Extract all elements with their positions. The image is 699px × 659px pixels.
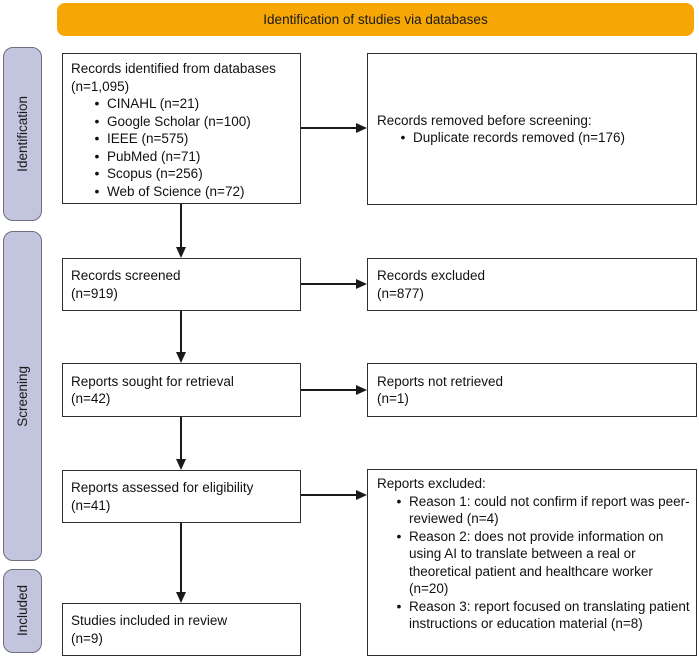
arrowhead-down-icon [176, 352, 186, 363]
list-item: • Duplicate records removed (n=176) [393, 129, 696, 147]
box-text-line: Records excluded [377, 268, 486, 283]
arrow-assessed-to-included [180, 523, 182, 592]
stage-label-text: Identification [14, 96, 30, 172]
stage-label-screening: Screening [3, 231, 42, 561]
box-text-line: (n=1) [377, 391, 409, 406]
bullet-text: CINAHL (n=21) [107, 96, 200, 111]
box-text-line: Studies included in review [71, 613, 228, 628]
bullet-icon: • [94, 112, 100, 129]
list-item: • Scopus (n=256) [87, 165, 296, 183]
list-item: • PubMed (n=71) [87, 148, 296, 166]
box-records-screened: Records screened (n=919) [62, 258, 301, 311]
arrowhead-right-icon [356, 490, 367, 500]
bullet-icon: • [396, 527, 402, 544]
list-item: • Google Scholar (n=100) [87, 113, 296, 131]
arrowhead-right-icon [356, 385, 367, 395]
box-text-line: Reports not retrieved [377, 373, 504, 389]
box-text-line: (n=9) [71, 630, 103, 646]
list-item: • Reason 1: could not confirm if report w… [389, 493, 692, 528]
box-studies-included-in-review: Studies included in review (n=9) [62, 603, 301, 656]
arrowhead-right-icon [356, 123, 367, 133]
arrow-screened-to-sought [180, 311, 182, 352]
box-records-identified: Records identified from databases (n=1,0… [62, 53, 301, 204]
list-item: • IEEE (n=575) [87, 130, 296, 148]
arrowhead-down-icon [176, 247, 186, 258]
bullet-icon: • [94, 130, 100, 146]
list-item: • Web of Science (n=72) [87, 183, 296, 201]
box-text-line: (n=42) [71, 391, 111, 406]
stage-label-identification: Identification [3, 47, 42, 221]
bullet-list: • Duplicate records removed (n=176) [393, 129, 696, 147]
box-reports-assessed-for-eligibility: Reports assessed for eligibility (n=41) [62, 470, 301, 523]
bullet-text: Duplicate records removed (n=176) [413, 130, 625, 145]
bullet-icon: • [94, 165, 100, 181]
bullet-text: PubMed (n=71) [107, 148, 201, 164]
arrow-identified-to-removed [301, 127, 356, 129]
bullet-icon: • [396, 492, 402, 509]
bullet-text: Web of Science (n=72) [107, 183, 245, 199]
stage-label-included: Included [3, 569, 42, 653]
box-text-line: (n=877) [377, 285, 424, 301]
list-item: • Reason 2: does not provide information … [389, 528, 692, 598]
stage-label-text: Included [14, 585, 30, 637]
list-item: • CINAHL (n=21) [87, 95, 296, 113]
arrowhead-right-icon [356, 279, 367, 289]
stage-label-text: Screening [14, 365, 30, 427]
arrow-assessed-to-reports-excluded [301, 494, 356, 496]
bullet-icon: • [94, 147, 100, 164]
box-reports-not-retrieved: Reports not retrieved (n=1) [367, 363, 697, 417]
bullet-text: Reason 1: could not confirm if report wa… [409, 493, 690, 527]
bullet-text: IEEE (n=575) [107, 131, 189, 146]
arrow-sought-to-not-retrieved [301, 389, 356, 391]
box-text-line: Records identified from databases [71, 61, 276, 76]
box-records-excluded: Records excluded (n=877) [367, 258, 697, 311]
arrow-identified-to-screened [180, 204, 182, 247]
bullet-list: • Reason 1: could not confirm if report w… [389, 493, 692, 633]
box-text-line: Records screened [71, 268, 181, 283]
bullet-icon: • [94, 182, 100, 199]
arrow-sought-to-assessed [180, 417, 182, 459]
bullet-text: Scopus (n=256) [107, 166, 203, 181]
arrowhead-down-icon [176, 459, 186, 470]
list-item: • Reason 3: report focused on translating… [389, 598, 692, 633]
box-text-line: (n=919) [71, 285, 118, 301]
arrow-screened-to-excluded [301, 283, 356, 285]
box-text-line: Reports excluded: [377, 476, 486, 491]
box-text-line: (n=41) [71, 497, 111, 513]
bullet-icon: • [400, 129, 406, 145]
box-reports-sought-for-retrieval: Reports sought for retrieval (n=42) [62, 363, 301, 417]
bullet-list: • CINAHL (n=21) • Google Scholar (n=100) •… [87, 95, 296, 200]
arrowhead-down-icon [176, 592, 186, 603]
bullet-text: Reason 3: report focused on translating … [409, 598, 690, 632]
bullet-icon: • [94, 95, 100, 111]
box-reports-excluded: Reports excluded: • Reason 1: could not c… [367, 469, 697, 656]
bullet-icon: • [396, 597, 402, 614]
box-text-line: Reports assessed for eligibility [71, 480, 254, 495]
box-text-line: (n=1,095) [71, 78, 130, 94]
bullet-text: Reason 2: does not provide information o… [409, 528, 664, 597]
box-text-line: Records removed before screening: [377, 112, 592, 128]
bullet-text: Google Scholar (n=100) [107, 113, 251, 129]
box-records-removed-before-screening: Records removed before screening: • Dupli… [367, 53, 697, 205]
banner-identification-of-studies: Identification of studies via databases [57, 3, 694, 36]
box-text-line: Reports sought for retrieval [71, 373, 234, 389]
